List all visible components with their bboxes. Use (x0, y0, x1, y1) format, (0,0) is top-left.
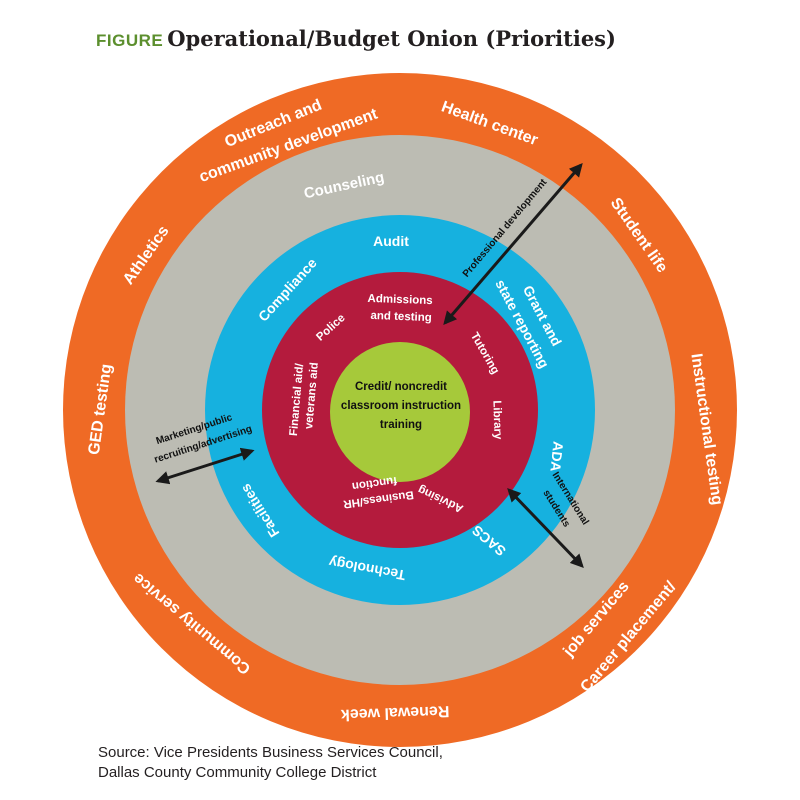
source-note: Source: Vice Presidents Business Service… (98, 743, 443, 783)
outer-label-renewal-week: Renewal week (341, 702, 450, 723)
blue-label-ada: ADA (547, 441, 566, 473)
professional-development-arrow (443, 162, 583, 326)
red-label-admissions-1: Admissions (367, 293, 433, 307)
figure-title-text: Operational/Budget Onion (Priorities) (167, 26, 616, 51)
marketing-arrow (155, 447, 255, 485)
core-label-line-2: classroom instruction (341, 400, 461, 412)
red-label-admissions-2: and testing (370, 310, 432, 324)
international-students-arrow (507, 488, 584, 568)
core-circle (330, 342, 470, 482)
figure-tag: FIGURE (96, 31, 164, 50)
red-label-library: Library (490, 400, 503, 440)
source-line-1: Source: Vice Presidents Business Service… (98, 744, 443, 761)
blue-label-audit: Audit (373, 233, 409, 249)
red-label-financial-aid-2: veterans aid (303, 362, 321, 430)
source-line-2: Dallas County Community College District (98, 764, 377, 781)
core-label-line-3: training (380, 419, 422, 431)
core-label-line-1: Credit/ noncredit (355, 381, 447, 393)
